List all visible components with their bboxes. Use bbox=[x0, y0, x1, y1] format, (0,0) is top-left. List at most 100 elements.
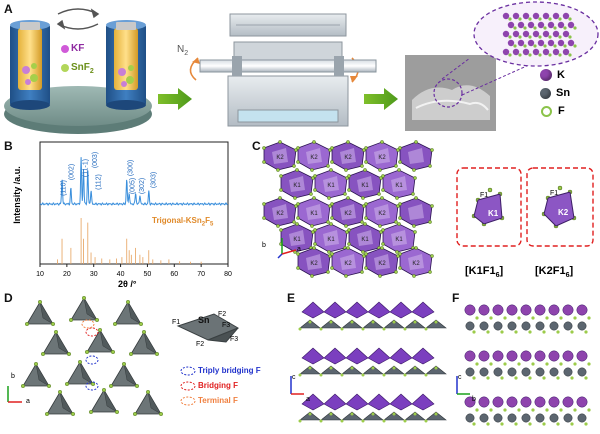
snf2-dot-icon bbox=[61, 64, 69, 72]
f-atom bbox=[411, 192, 415, 196]
sn-atom bbox=[577, 321, 587, 331]
lattice-k-atom bbox=[502, 48, 510, 56]
k-polyhedron bbox=[323, 301, 347, 319]
f-atom bbox=[381, 242, 385, 246]
bridging-marker bbox=[85, 327, 99, 337]
zoom-lattice-circle bbox=[473, 1, 599, 67]
k-atom bbox=[506, 396, 518, 408]
lattice-k-atom bbox=[502, 30, 510, 38]
sn-atom bbox=[521, 321, 531, 331]
lattice-f-atom bbox=[548, 53, 552, 57]
k-polyhedron bbox=[301, 301, 325, 319]
f-atom bbox=[308, 412, 312, 416]
f-atom bbox=[424, 419, 428, 423]
x-tick-label: 10 bbox=[36, 271, 44, 278]
f-atom bbox=[296, 202, 300, 206]
f-atom bbox=[47, 383, 52, 388]
k-atom bbox=[478, 304, 490, 316]
lattice-f-atom bbox=[538, 17, 542, 21]
f-atom bbox=[371, 412, 375, 416]
sn-polyhedron bbox=[404, 411, 426, 421]
k-site-label: K2 bbox=[344, 261, 352, 267]
n2-label: N2 bbox=[177, 44, 189, 57]
f-atom bbox=[382, 419, 386, 423]
x-tick-label: 50 bbox=[144, 271, 152, 278]
axes-indicator-c bbox=[277, 238, 297, 259]
lattice-k-atom bbox=[502, 12, 510, 20]
peak-label: (300) bbox=[128, 160, 135, 176]
process-arrow-1-icon bbox=[158, 88, 192, 110]
f-atom bbox=[434, 320, 438, 324]
f-atom bbox=[298, 373, 302, 377]
f-atom bbox=[326, 164, 330, 168]
f-atom bbox=[428, 270, 432, 274]
f-label-1: F1 bbox=[172, 319, 181, 326]
f-atom bbox=[279, 174, 283, 178]
lattice-k-atom bbox=[537, 39, 545, 47]
panel-label-e: E bbox=[287, 291, 296, 305]
f-atom bbox=[503, 408, 507, 412]
f-atom bbox=[472, 422, 476, 426]
f-atom bbox=[276, 168, 280, 172]
f-atom bbox=[542, 376, 546, 380]
f-atom bbox=[313, 242, 317, 246]
f-atom bbox=[363, 222, 367, 226]
f-atom bbox=[262, 146, 266, 150]
k-atom bbox=[464, 350, 476, 362]
panel-label-f: F bbox=[452, 291, 460, 305]
sn-polyhedron bbox=[383, 411, 405, 421]
f-atom bbox=[360, 164, 364, 168]
sn-atom bbox=[479, 413, 489, 423]
k-atom bbox=[576, 350, 588, 362]
milling-jar-right bbox=[106, 20, 146, 110]
f-atom bbox=[397, 168, 401, 172]
sn-atom bbox=[563, 321, 573, 331]
k-atom bbox=[520, 304, 532, 316]
f-atom bbox=[377, 192, 381, 196]
lattice-f-atom bbox=[528, 53, 532, 57]
sn-atom bbox=[535, 321, 545, 331]
f-atom bbox=[573, 408, 577, 412]
f-atom bbox=[500, 422, 504, 426]
f-atom bbox=[500, 376, 504, 380]
f-atom bbox=[329, 222, 333, 226]
f-atom bbox=[403, 373, 407, 377]
lattice-k-atom bbox=[562, 30, 570, 38]
lattice-f-atom bbox=[548, 17, 552, 21]
k-site-label: K1 bbox=[293, 237, 301, 243]
terminal-marker bbox=[81, 319, 95, 329]
k2-polyhedron bbox=[543, 191, 575, 227]
k-atom bbox=[576, 396, 588, 408]
kf-dot-icon bbox=[61, 45, 69, 53]
lattice-k-atom bbox=[517, 39, 525, 47]
f-atom bbox=[110, 350, 115, 355]
lattice-k-atom bbox=[522, 12, 530, 20]
lattice-f-atom bbox=[568, 17, 572, 21]
k-atom bbox=[492, 396, 504, 408]
f-atom bbox=[371, 320, 375, 324]
f-atom bbox=[394, 270, 398, 274]
f-atom bbox=[276, 224, 280, 228]
k-atom bbox=[548, 396, 560, 408]
peak-label: (303) bbox=[150, 172, 157, 188]
f-atom bbox=[330, 216, 334, 220]
sn-polyhedron bbox=[341, 319, 363, 329]
f-atom bbox=[503, 316, 507, 320]
f-atom bbox=[346, 140, 350, 144]
k-site-label: K1 bbox=[310, 211, 318, 217]
f-atom bbox=[326, 220, 330, 224]
peak-label: (110) bbox=[61, 180, 68, 196]
k-site-label: K2 bbox=[344, 155, 352, 161]
f-atom bbox=[329, 168, 333, 172]
sn-polyhedron bbox=[425, 365, 447, 375]
f-atom bbox=[364, 252, 368, 256]
sn-atom bbox=[521, 413, 531, 423]
k-atom bbox=[506, 304, 518, 316]
f-atom bbox=[584, 330, 588, 334]
k-atom bbox=[548, 304, 560, 316]
f1-label-box1: F1 bbox=[480, 192, 489, 199]
sn-atom bbox=[507, 413, 517, 423]
panel-f-structure bbox=[456, 304, 591, 426]
k-polyhedron bbox=[389, 301, 413, 319]
f-atom bbox=[559, 316, 563, 320]
